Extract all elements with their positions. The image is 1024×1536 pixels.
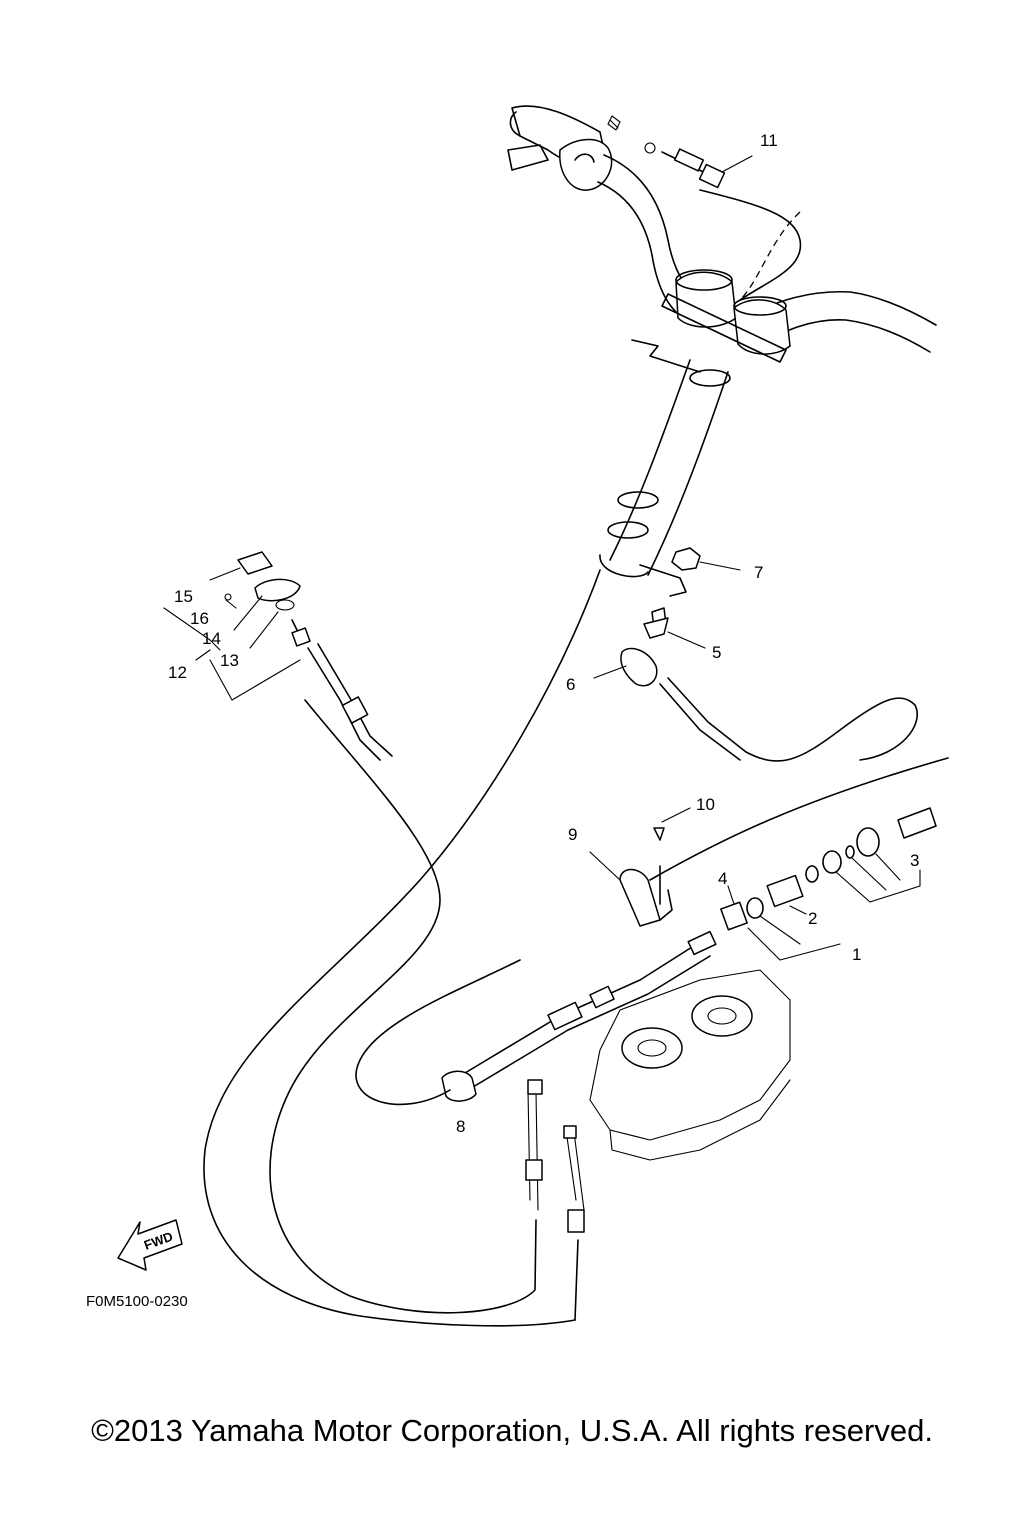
callout-2: 2 <box>808 909 817 928</box>
callout-11: 11 <box>760 131 778 150</box>
callout-1: 1 <box>852 945 861 964</box>
callout-13: 13 <box>220 651 239 670</box>
callout-6: 6 <box>566 675 575 694</box>
callout-10: 10 <box>696 795 715 814</box>
callout-9: 9 <box>568 825 577 844</box>
cable-bracket-parts <box>620 547 918 762</box>
callouts: 1 2 3 4 5 6 7 8 9 10 11 12 13 14 15 16 <box>168 131 919 1136</box>
cable-holder <box>619 757 949 927</box>
copyright-notice: ©2013 Yamaha Motor Corporation, U.S.A. A… <box>91 1413 933 1448</box>
steering-column <box>599 359 731 597</box>
callout-16: 16 <box>190 609 209 628</box>
cable-fittings <box>720 807 937 931</box>
fwd-arrow-icon: FWD <box>117 1219 183 1271</box>
throttle-cable-upper <box>607 115 801 301</box>
leader-lines <box>163 155 921 961</box>
throttle-cable <box>203 569 601 1327</box>
choke-cable-assembly <box>224 551 393 761</box>
cable-lower <box>355 930 717 1106</box>
callout-15: 15 <box>174 587 193 606</box>
callout-8: 8 <box>456 1117 465 1136</box>
callout-5: 5 <box>712 643 721 662</box>
callout-12: 12 <box>168 663 187 682</box>
handlebar-clamps <box>631 269 791 373</box>
carburetor <box>525 969 791 1233</box>
callout-14: 14 <box>202 629 221 648</box>
callout-7: 7 <box>754 563 763 582</box>
figure-code: F0M5100-0230 <box>86 1293 188 1310</box>
callout-4: 4 <box>718 869 727 888</box>
callout-3: 3 <box>910 851 919 870</box>
